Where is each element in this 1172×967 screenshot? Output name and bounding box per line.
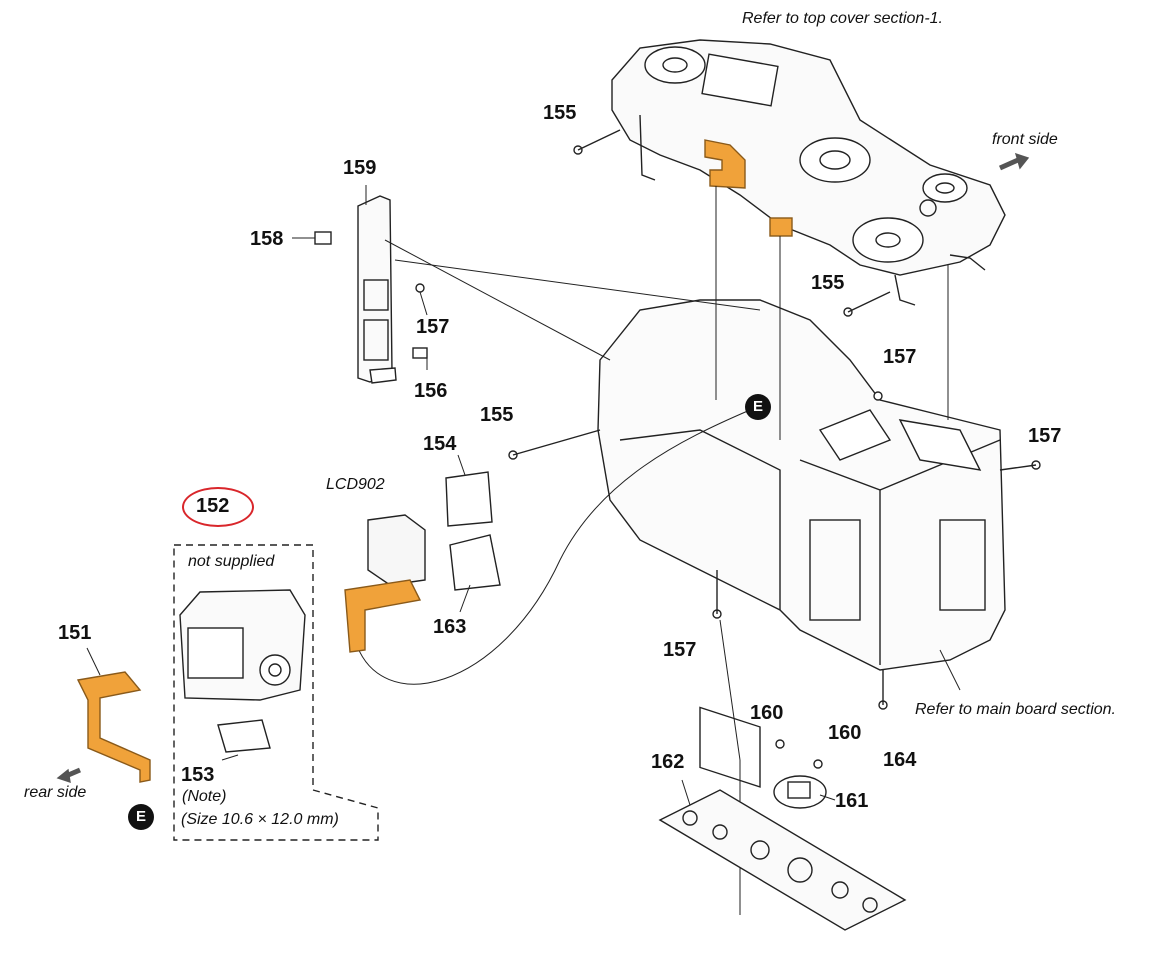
rear-arrow-head bbox=[56, 768, 71, 784]
part-154-sheet bbox=[445, 471, 493, 527]
top-cover-note: Refer to top cover section-1. bbox=[742, 10, 943, 27]
part-number-157-bracket: 157 bbox=[416, 316, 450, 338]
part-number-162: 162 bbox=[651, 751, 685, 773]
part-number-163: 163 bbox=[433, 616, 467, 638]
part-161 bbox=[773, 775, 827, 809]
flex-151 bbox=[76, 671, 151, 783]
front-arrow-shaft bbox=[998, 157, 1020, 171]
rear-side-label: rear side bbox=[24, 784, 87, 801]
lcd-label: LCD902 bbox=[326, 476, 385, 493]
viewfinder-unit-152 bbox=[179, 589, 306, 701]
part-number-157-bottom: 157 bbox=[663, 639, 697, 661]
leader-lines bbox=[86, 185, 961, 806]
part-number-151: 151 bbox=[58, 622, 92, 644]
part-number-164: 164 bbox=[883, 749, 917, 771]
part-number-155-left: 155 bbox=[480, 404, 514, 426]
part-152-highlight bbox=[182, 487, 254, 527]
part-number-159: 159 bbox=[343, 157, 377, 179]
part-163-sheet bbox=[449, 534, 501, 591]
part-number-161: 161 bbox=[835, 790, 869, 812]
not-supplied-label: not supplied bbox=[188, 553, 275, 570]
main-chassis bbox=[597, 299, 1006, 788]
part-number-152: 152 bbox=[196, 495, 230, 517]
main-board-note: Refer to main board section. bbox=[915, 701, 1116, 718]
bottom-plate-162 bbox=[658, 789, 907, 931]
part-156-pad bbox=[412, 347, 428, 359]
front-side-label: front side bbox=[992, 131, 1058, 148]
front-arrow-head bbox=[1014, 152, 1030, 170]
part-number-155-right: 155 bbox=[811, 272, 845, 294]
lcd-902 bbox=[344, 514, 426, 653]
part-number-157-right: 157 bbox=[1028, 425, 1062, 447]
top-cover-assembly bbox=[611, 39, 1006, 306]
top-flex-parts bbox=[704, 139, 793, 237]
connector-marker-flex: E bbox=[128, 804, 154, 830]
part-number-158: 158 bbox=[250, 228, 284, 250]
part-number-157-chassis: 157 bbox=[883, 346, 917, 368]
part-number-160-left: 160 bbox=[750, 702, 784, 724]
part-number-160-right: 160 bbox=[828, 722, 862, 744]
part-number-154: 154 bbox=[423, 433, 457, 455]
not-supplied-box bbox=[173, 544, 379, 841]
part-number-153: 153 bbox=[181, 764, 215, 786]
part-153-sheet bbox=[217, 719, 271, 753]
part-number-156: 156 bbox=[414, 380, 448, 402]
note-label: (Note) bbox=[182, 788, 227, 805]
screws bbox=[415, 129, 1041, 769]
bracket-159 bbox=[357, 195, 397, 384]
part-158-pad bbox=[314, 231, 332, 245]
assembly-lines bbox=[354, 186, 949, 915]
part-number-155-top: 155 bbox=[543, 102, 577, 124]
connector-marker-chassis: E bbox=[745, 394, 771, 420]
size-label: (Size 10.6 × 12.0 mm) bbox=[181, 811, 339, 828]
